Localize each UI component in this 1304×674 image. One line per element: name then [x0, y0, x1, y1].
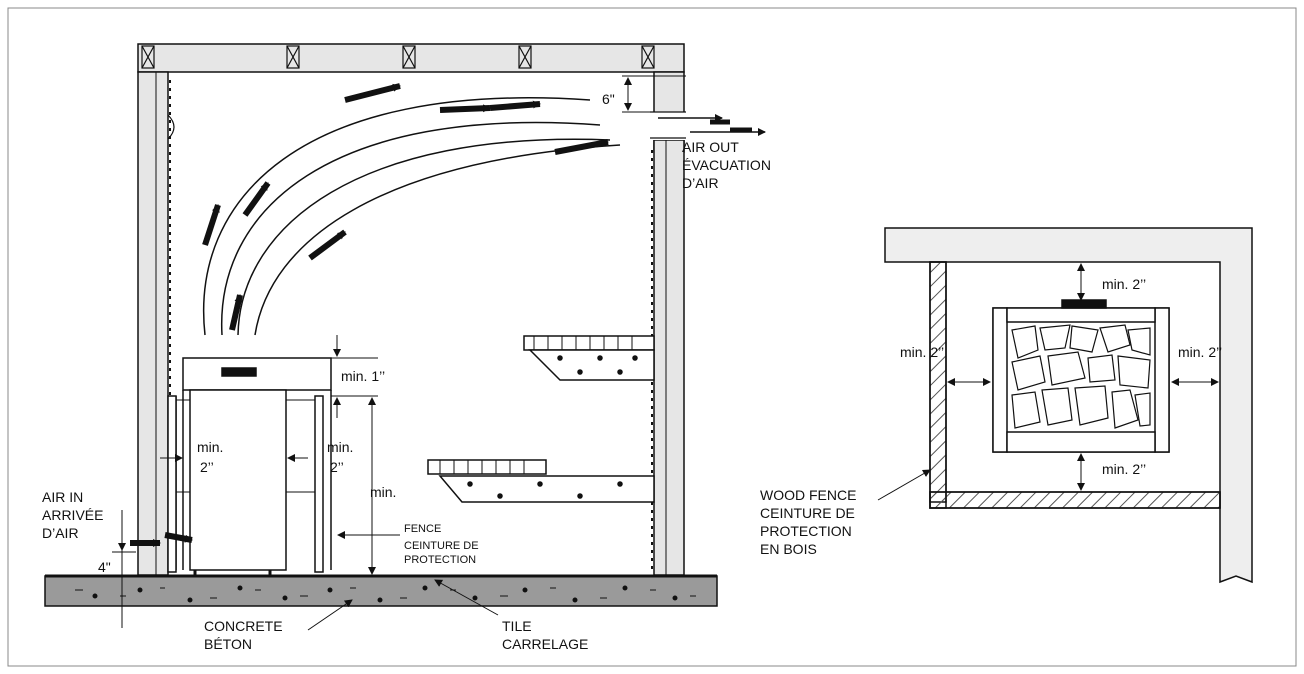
fence-left	[167, 395, 177, 573]
side-right-label-2: 2’’	[330, 459, 344, 475]
fence-label-1: FENCE	[404, 523, 441, 535]
concrete-texture	[75, 585, 696, 603]
air-out-label-3: D’AIR	[682, 175, 719, 191]
front-label: min.	[370, 484, 396, 500]
air-in-label-1: AIR IN	[42, 489, 83, 505]
wood-fence-left	[929, 261, 947, 503]
dim-heater-top	[331, 335, 378, 418]
concrete-label-2: BÉTON	[204, 636, 252, 652]
heater	[175, 357, 332, 576]
plan-fence-label-4: EN BOIS	[760, 541, 817, 557]
air-in-label-3: D’AIR	[42, 525, 79, 541]
plan-fence-label-2: CEINTURE DE	[760, 505, 855, 521]
plan-left-label: min. 2’’	[900, 344, 944, 360]
fence-label-3: PROTECTION	[404, 554, 476, 566]
bench-lower	[427, 459, 655, 503]
side-right-label-1: min.	[327, 439, 353, 455]
tile-label-2: CARRELAGE	[502, 636, 588, 652]
bench-upper	[523, 335, 655, 381]
plan-top-label: min. 2’’	[1102, 276, 1146, 292]
airflow-curves	[203, 97, 621, 336]
side-left-label-1: min.	[197, 439, 223, 455]
plan-stones	[1011, 324, 1151, 429]
concrete-label-1: CONCRETE	[204, 618, 283, 634]
plan-bottom-label: min. 2’’	[1102, 461, 1146, 477]
ceiling	[137, 43, 685, 73]
plan-dims	[877, 263, 1219, 501]
fence-label-2: CEINTURE DE	[404, 540, 479, 552]
air-in-label-2: ARRIVÉE	[42, 507, 103, 523]
air-out-label-1: AIR OUT	[682, 139, 739, 155]
section-view	[44, 43, 766, 631]
heater-top-label: min. 1’’	[341, 368, 385, 384]
side-left-label-2: 2’’	[200, 459, 214, 475]
air-out-label-2: ÉVACUATION	[682, 157, 771, 173]
figure-frame	[7, 7, 1297, 667]
dim-6in	[622, 75, 686, 113]
tile-label-1: TILE	[502, 618, 532, 634]
plan-fence-label-3: PROTECTION	[760, 523, 852, 539]
plan-view	[877, 227, 1253, 584]
ceiling-joists	[141, 45, 655, 69]
dim-4in	[112, 510, 136, 628]
fence	[314, 395, 324, 573]
left-wall	[137, 71, 169, 576]
air-out-arrows	[658, 114, 766, 136]
plan-heater	[992, 299, 1170, 453]
dim-4in-label: 4"	[98, 559, 111, 575]
airflow-arrows	[130, 83, 609, 547]
leaders	[307, 531, 499, 631]
wood-fence-bottom	[929, 491, 1221, 509]
right-wall	[653, 139, 685, 576]
plan-right-label: min. 2’’	[1178, 344, 1222, 360]
plan-fence-label-1: WOOD FENCE	[760, 487, 856, 503]
dim-6in-label: 6"	[602, 91, 615, 107]
